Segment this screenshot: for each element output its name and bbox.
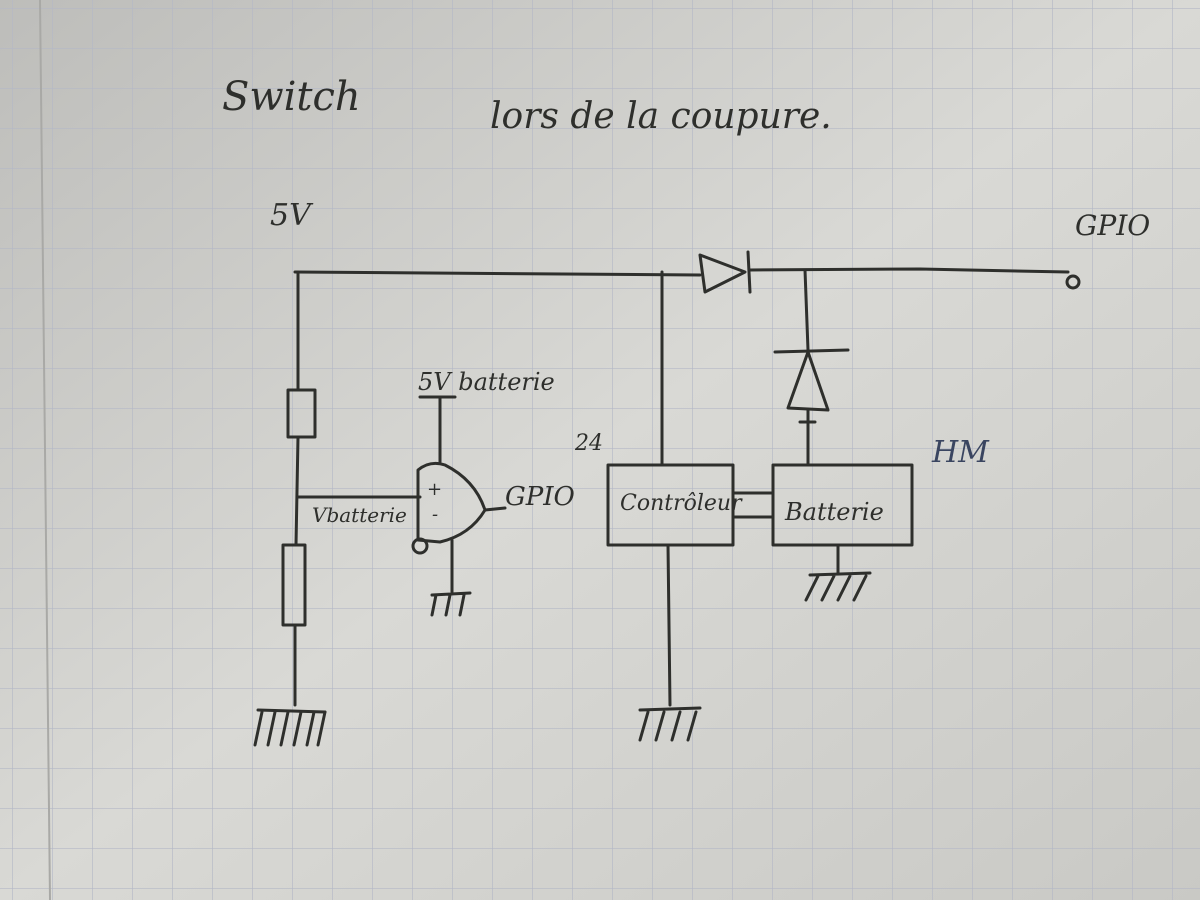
title-switch: Switch <box>222 74 361 120</box>
ground-icon <box>638 706 702 742</box>
diode <box>698 250 752 294</box>
main-rail <box>293 267 1081 290</box>
label-gpio-comparator: GPIO <box>505 482 575 512</box>
title-rest: lors de la coupure. <box>490 96 832 137</box>
plus-sign: + <box>427 479 442 500</box>
resistor-top <box>286 388 317 439</box>
label-5v: 5V <box>270 198 314 233</box>
gpio-terminal <box>1065 274 1081 290</box>
label-pin-24: 24 <box>574 431 603 456</box>
label-5v-batterie: 5V batterie <box>418 368 555 396</box>
ground-icon <box>430 538 472 617</box>
ground-icon <box>253 710 327 747</box>
zener-branch <box>773 268 850 467</box>
label-controleur: Contrôleur <box>620 491 743 516</box>
label-vbatterie: Vbatterie <box>312 503 407 527</box>
battery-block <box>731 463 914 602</box>
label-gpio-top: GPIO <box>1075 209 1150 242</box>
minus-sign: - <box>432 504 438 525</box>
page-edge <box>39 0 51 900</box>
label-annotation: HM <box>931 435 990 470</box>
controller-block <box>606 270 735 742</box>
label-batterie: Batterie <box>784 498 884 526</box>
voltage-divider <box>253 270 327 747</box>
ground-icon <box>804 543 872 602</box>
controller-battery-wires <box>731 491 775 519</box>
comparator <box>411 395 507 617</box>
